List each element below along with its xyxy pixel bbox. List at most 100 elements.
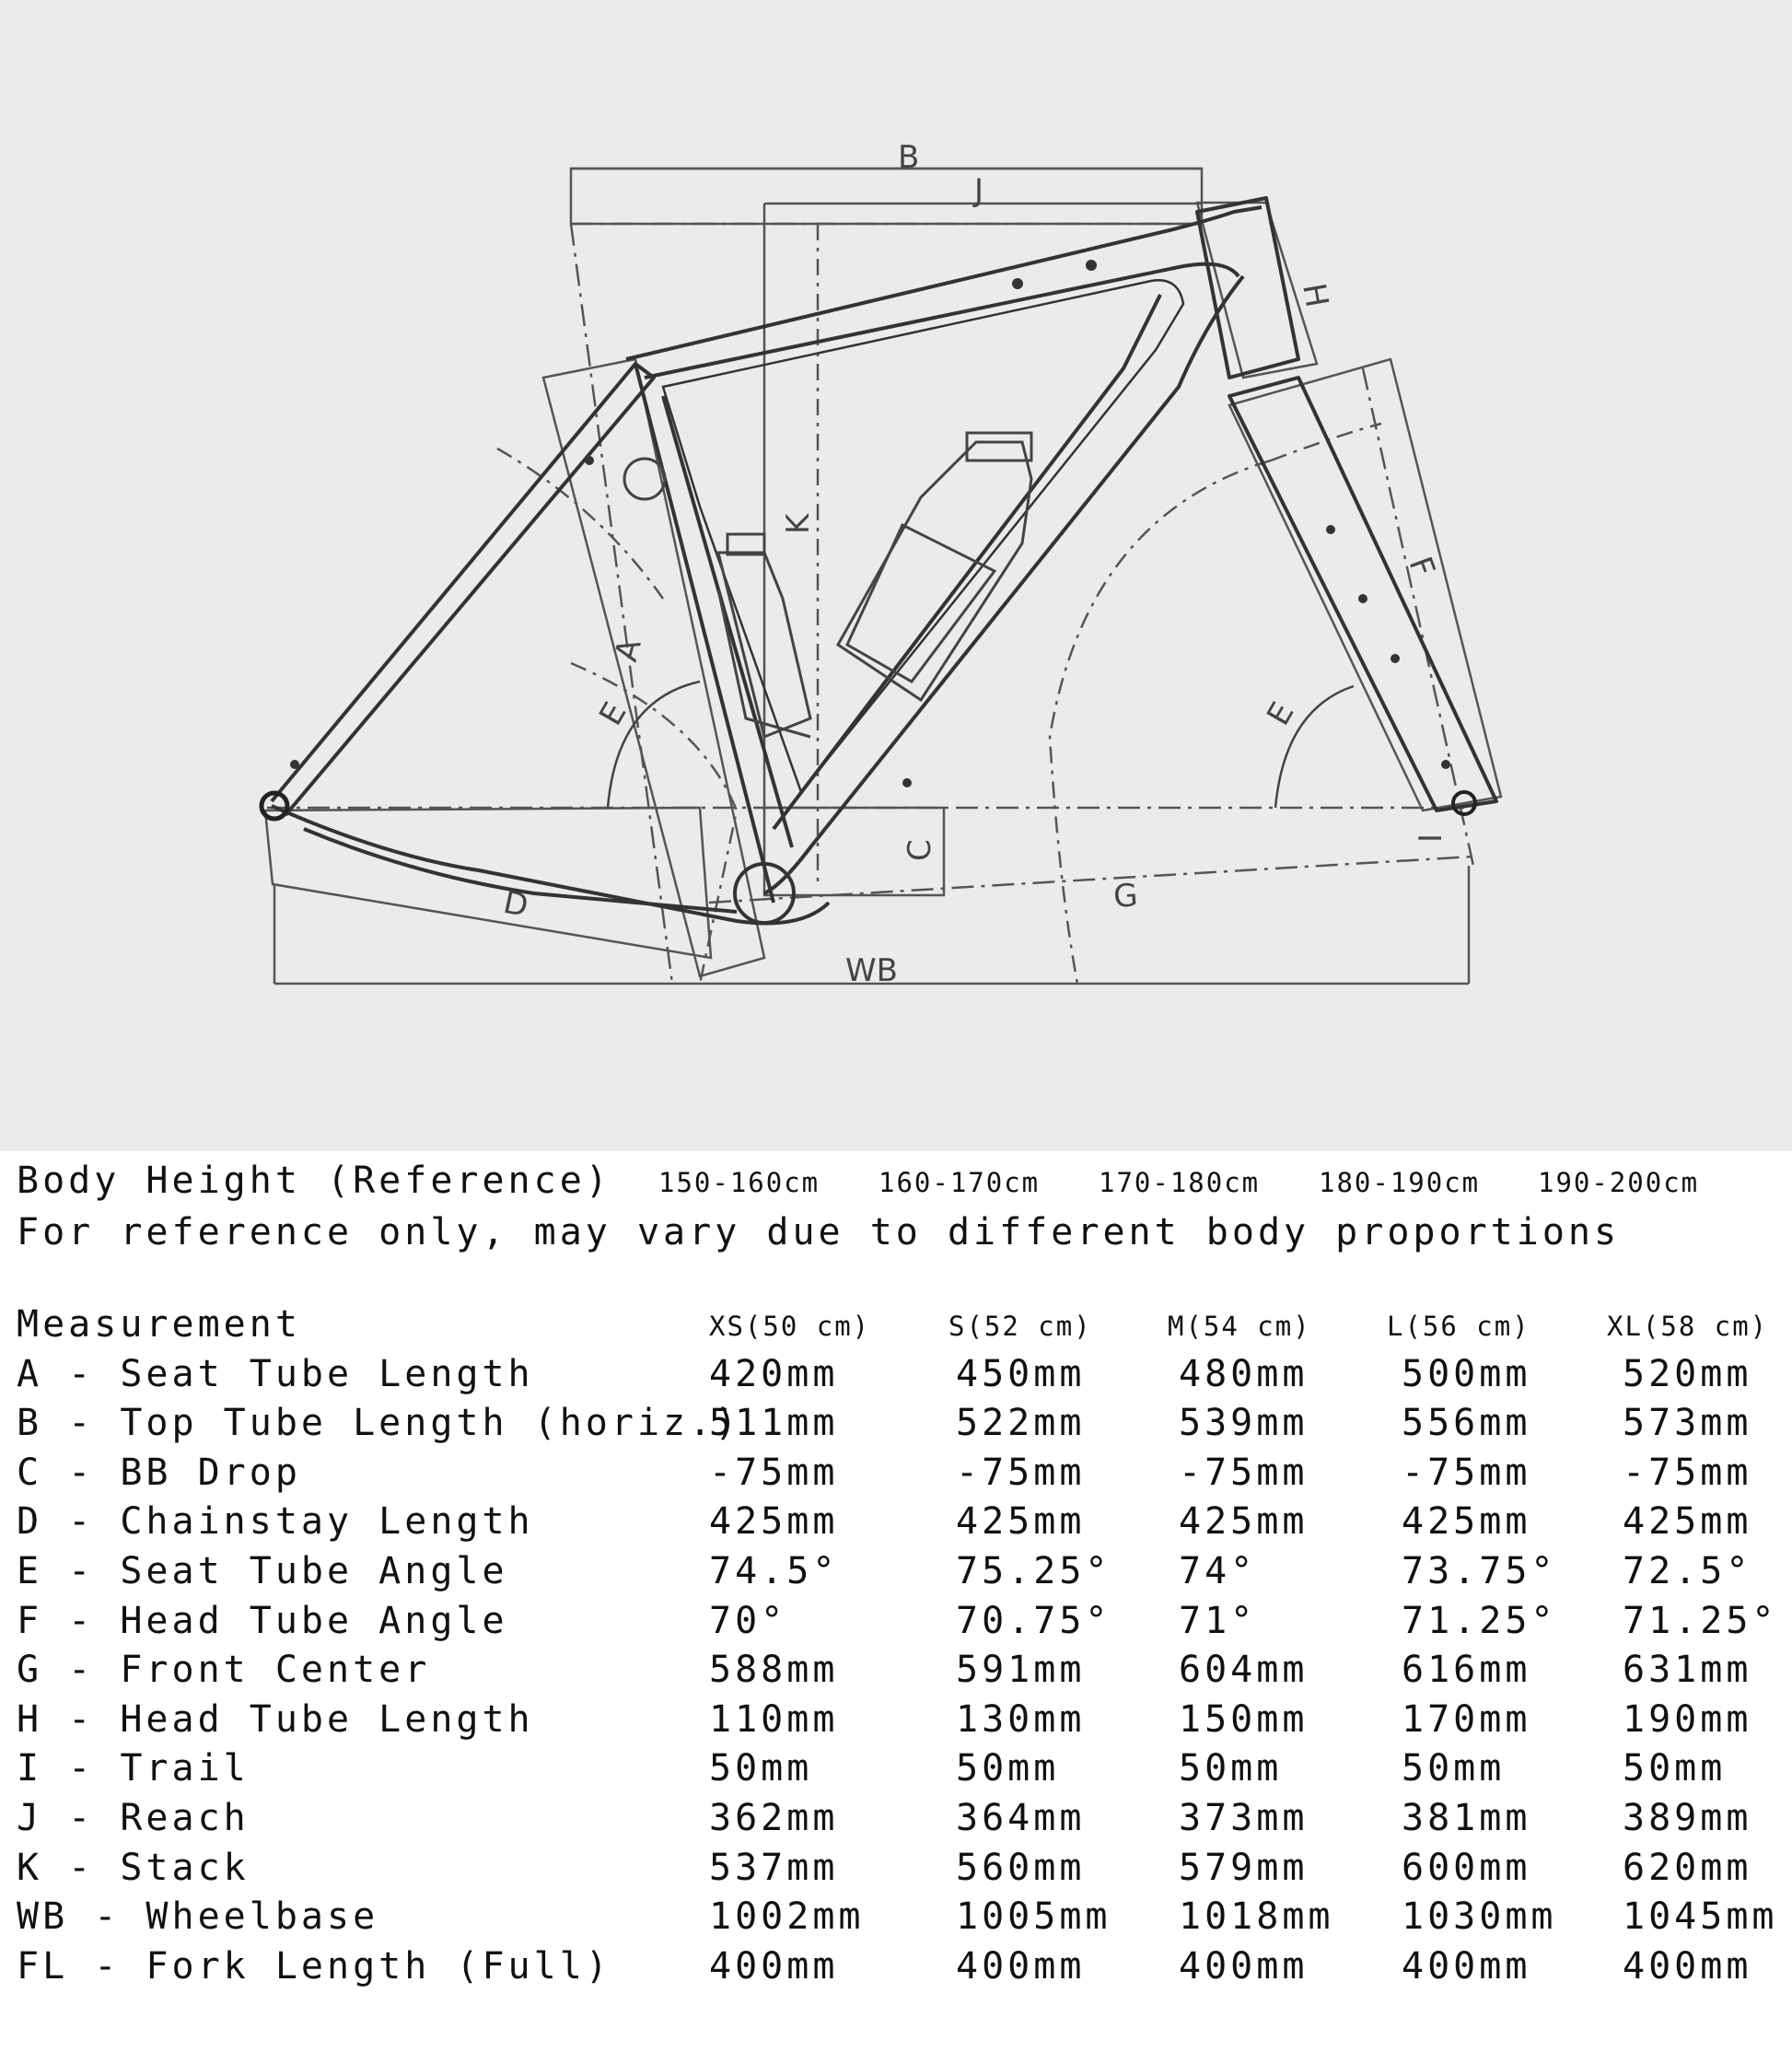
row-label: C - BB Drop [17, 1451, 301, 1494]
row-label: B - Top Tube Length (horiz.) [17, 1402, 741, 1445]
row-value: 50mm [1179, 1747, 1283, 1790]
dim-g-line [708, 855, 1474, 904]
label-b: B [898, 139, 919, 176]
head-angle-arc [1274, 684, 1355, 809]
row-value: 600mm [1402, 1846, 1531, 1889]
bottle-cage-large [845, 522, 997, 683]
row-value: 588mm [709, 1649, 839, 1692]
table-row: D - Chainstay Length 425mm 425mm 425mm 425mm… [0, 1503, 1792, 1553]
row-value: 616mm [1402, 1649, 1531, 1692]
row-value: 1045mm [1623, 1895, 1778, 1939]
seat-stay [270, 362, 656, 817]
height-range-xl: 190-200cm [1538, 1167, 1700, 1198]
row-value: -75mm [1402, 1451, 1531, 1494]
row-value: 560mm [956, 1846, 1086, 1889]
row-value: 511mm [709, 1402, 839, 1445]
label-c: C [902, 839, 938, 861]
row-value: 500mm [1402, 1352, 1531, 1395]
row-value: 170mm [1402, 1697, 1531, 1741]
row-value: 190mm [1623, 1697, 1752, 1741]
table-header-row: Measurement XS(50 cm) S(52 cm) M(54 cm) … [0, 1306, 1792, 1356]
row-value: 400mm [1402, 1944, 1531, 1988]
row-value: 70.75° [956, 1599, 1111, 1642]
down-tube [763, 274, 1245, 895]
body-height-label: Body Height (Reference) [17, 1160, 611, 1202]
row-value: 373mm [1179, 1796, 1309, 1839]
row-value: 425mm [1623, 1500, 1752, 1544]
row-label: WB - Wheelbase [17, 1895, 379, 1939]
row-value: 71.25° [1402, 1599, 1557, 1642]
row-value: 72.5° [1623, 1549, 1752, 1592]
header-size-xl: XL(58 cm) [1607, 1311, 1769, 1342]
row-value: 75.25° [956, 1549, 1111, 1592]
row-value: 425mm [1402, 1500, 1531, 1544]
row-value: 50mm [709, 1747, 813, 1790]
row-value: 74.5° [709, 1549, 839, 1592]
header-size-s: S(52 cm) [948, 1311, 1092, 1342]
table-row: C - BB Drop-75mm-75mm-75mm-75mm-75mm [0, 1454, 1792, 1504]
row-value: 71.25° [1623, 1599, 1778, 1642]
bottle-large [836, 440, 1033, 703]
row-value: 425mm [956, 1500, 1086, 1544]
row-value: 50mm [1623, 1747, 1727, 1790]
fork-blade [1228, 376, 1498, 812]
label-e-right: E [1260, 696, 1301, 732]
height-range-s: 160-170cm [879, 1167, 1041, 1198]
row-label: H - Head Tube Length [17, 1697, 534, 1741]
row-value: 620mm [1623, 1846, 1752, 1889]
label-h: H [1295, 281, 1335, 310]
dim-fork-box [1228, 357, 1503, 812]
row-value: 604mm [1179, 1649, 1309, 1692]
row-value: 450mm [956, 1352, 1086, 1395]
dim-b-box [569, 167, 1204, 226]
row-value: 520mm [1623, 1352, 1752, 1395]
row-value: 50mm [1402, 1747, 1506, 1790]
row-value: -75mm [956, 1451, 1086, 1494]
row-value: 591mm [956, 1649, 1086, 1692]
label-i: I [1413, 834, 1449, 843]
row-value: 50mm [956, 1747, 1060, 1790]
row-value: 381mm [1402, 1796, 1531, 1839]
row-label: A - Seat Tube Length [17, 1352, 534, 1395]
seat-tube [634, 363, 775, 904]
header-size-xs: XS(50 cm) [709, 1311, 871, 1342]
rear-dropout [259, 790, 290, 822]
row-value: 1002mm [709, 1895, 865, 1939]
row-label: D - Chainstay Length [17, 1500, 534, 1544]
row-value: 400mm [956, 1944, 1086, 1988]
row-value: 1030mm [1402, 1895, 1557, 1939]
row-value: 400mm [1623, 1944, 1752, 1988]
row-value: 425mm [709, 1500, 839, 1544]
row-value: 522mm [956, 1402, 1086, 1445]
row-value: 573mm [1623, 1402, 1752, 1445]
row-value: -75mm [709, 1451, 839, 1494]
header-measurement: Measurement [17, 1303, 301, 1346]
row-value: -75mm [1623, 1451, 1752, 1494]
row-value: 631mm [1623, 1649, 1752, 1692]
height-range-xs: 150-160cm [658, 1167, 820, 1198]
front-wheel-arc-top [1270, 422, 1382, 462]
row-value: 400mm [1179, 1944, 1309, 1988]
label-k: K [780, 512, 817, 534]
seat-angle-arc [606, 680, 701, 809]
row-label: FL - Fork Length (Full) [17, 1944, 611, 1988]
body-height-row: Body Height (Reference) 150-160cm 160-17… [0, 1162, 1792, 1208]
row-value: 579mm [1179, 1846, 1309, 1889]
row-value: 74° [1179, 1549, 1257, 1592]
label-f: F [1402, 552, 1442, 581]
geometry-diagram-panel: B J H A K E E F C I D G WB [0, 0, 1792, 1151]
label-g: G [1112, 877, 1139, 915]
header-size-m: M(54 cm) [1168, 1311, 1311, 1342]
front-dropout [1451, 790, 1477, 816]
row-label: E - Seat Tube Angle [17, 1549, 508, 1592]
label-a: A [608, 635, 649, 666]
row-value: 110mm [709, 1697, 839, 1741]
